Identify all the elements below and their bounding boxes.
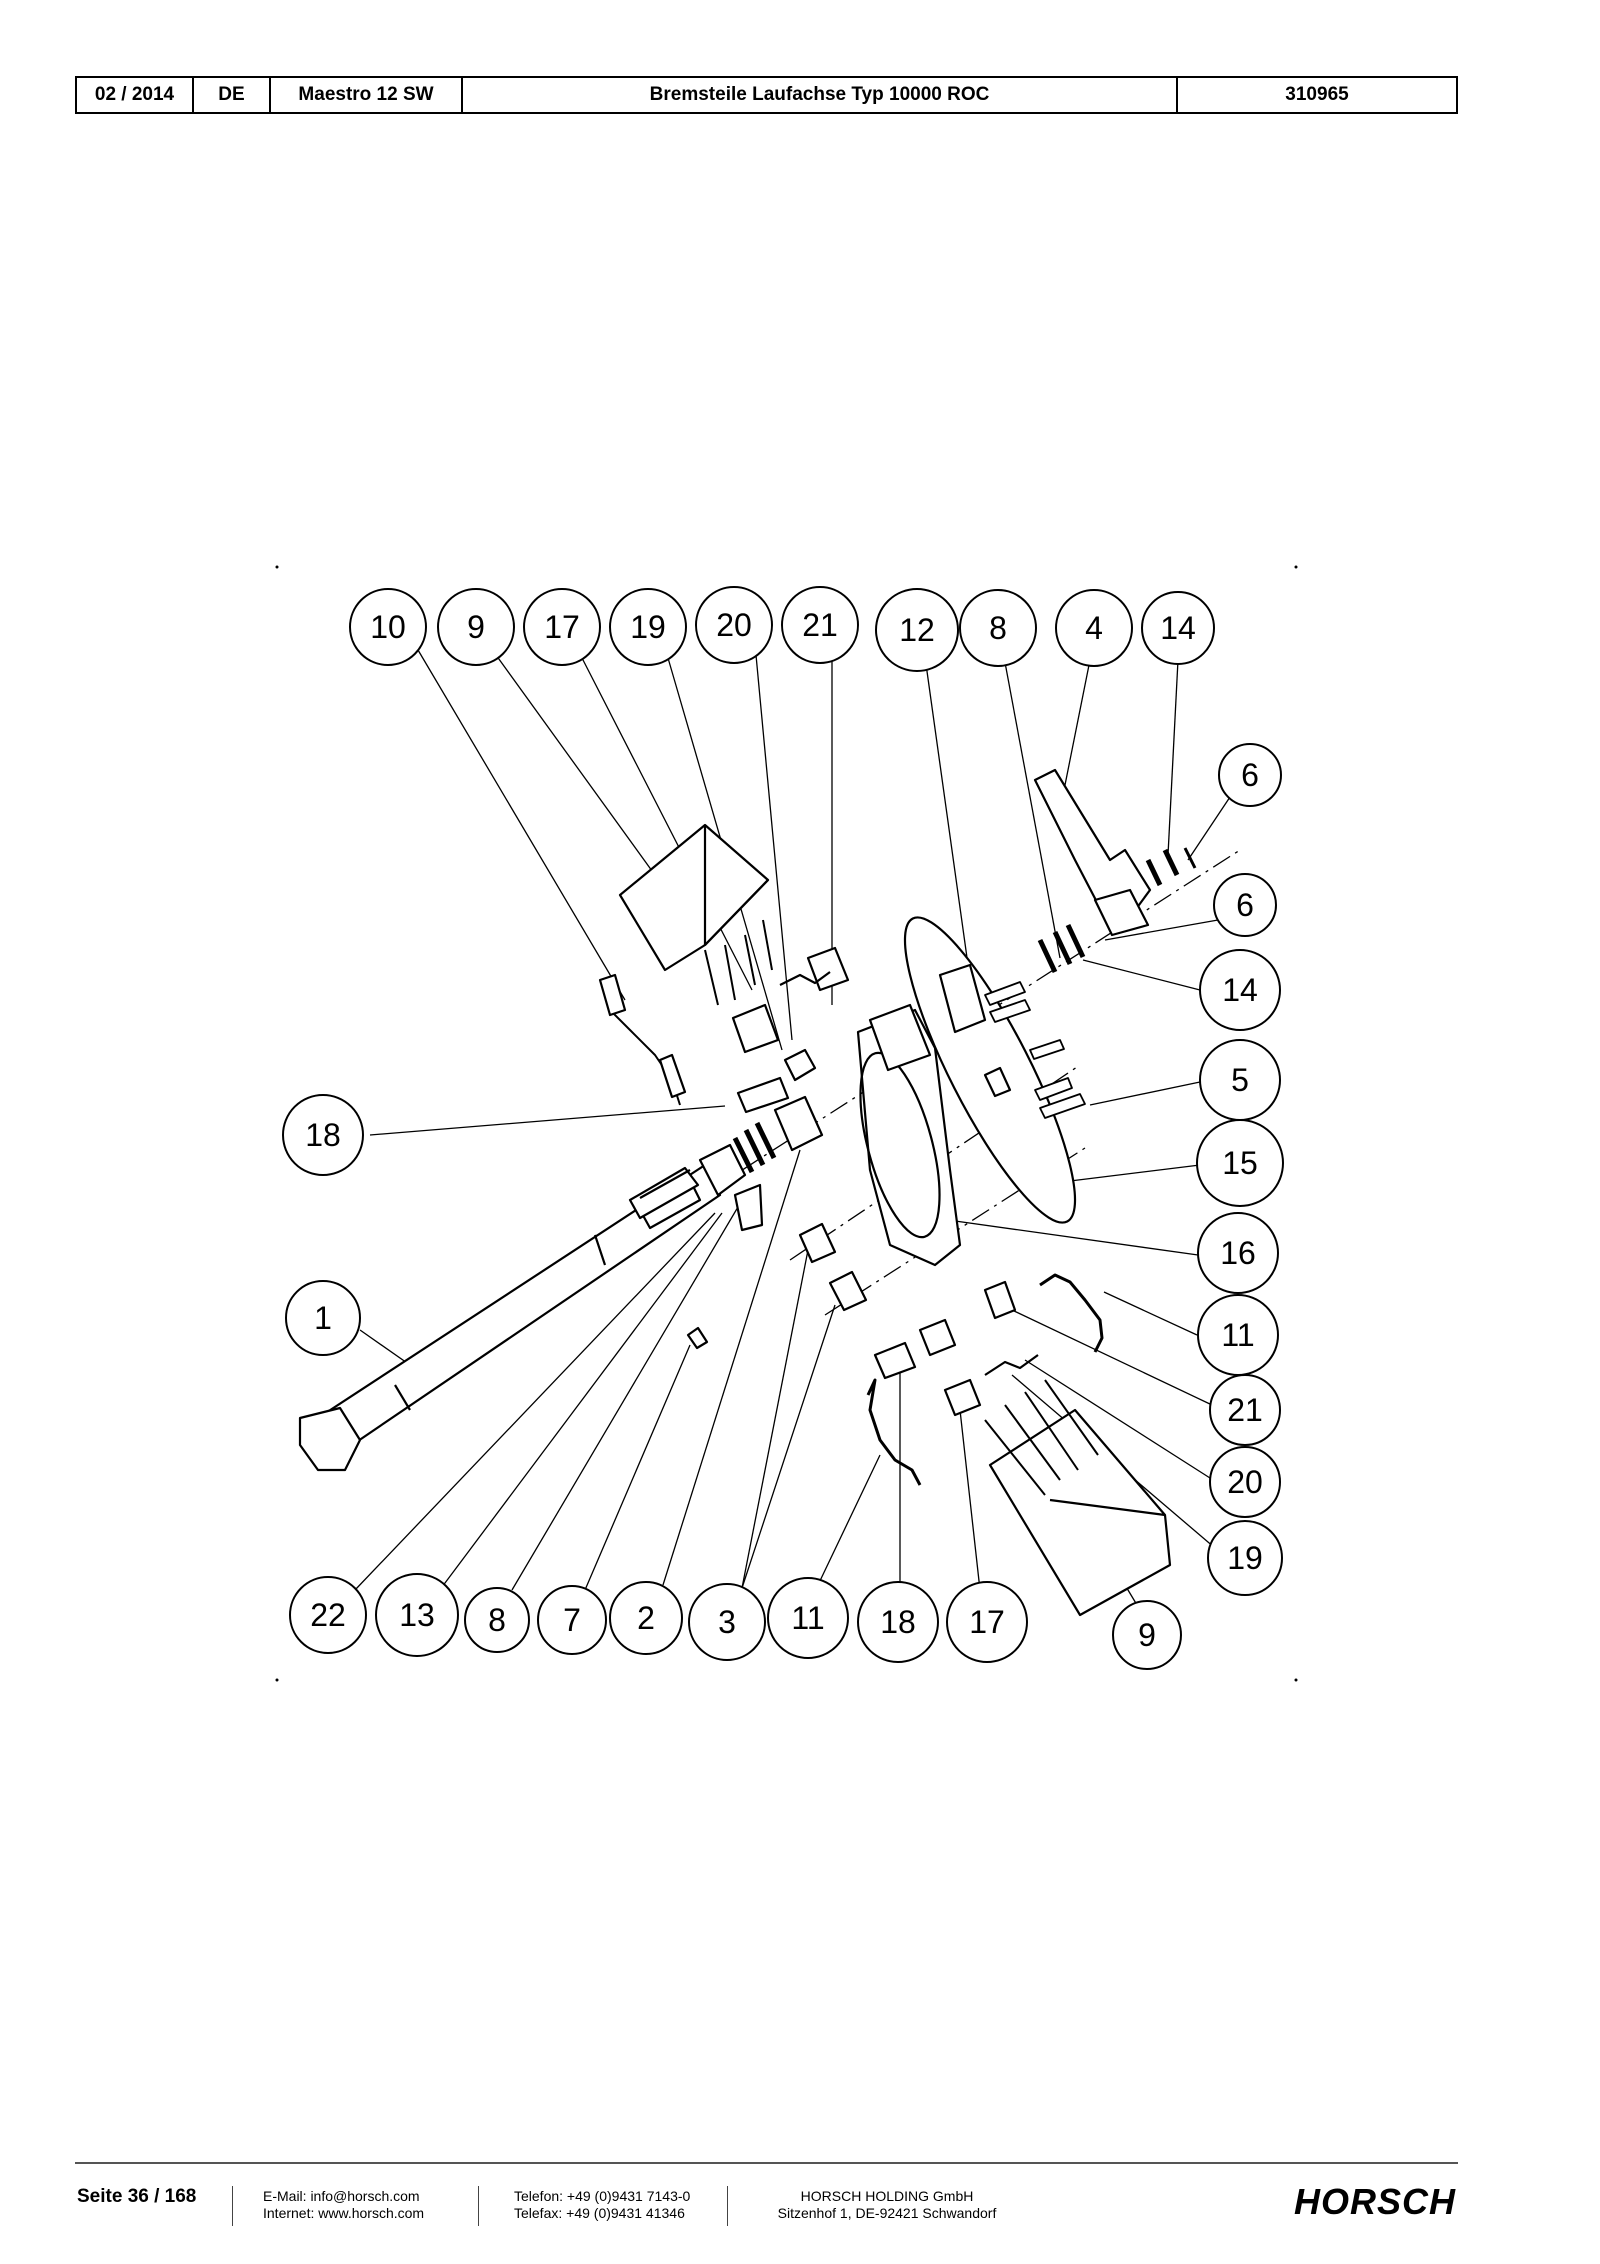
callout-19: 19 [609,588,687,666]
callout-4: 4 [1055,589,1133,667]
footer-company-name: HORSCH HOLDING GmbH [800,2188,974,2204]
callout-1: 1 [285,1280,361,1356]
footer-contact-phone: Telefon: +49 (0)9431 7143-0 Telefax: +49… [514,2188,690,2222]
svg-text:6: 6 [1236,887,1254,923]
callout-7: 7 [537,1585,607,1655]
crop-marks [275,565,1298,1682]
svg-text:22: 22 [310,1597,346,1633]
svg-text:18: 18 [880,1604,916,1640]
callout-17-bottom: 17 [946,1581,1028,1663]
callout-22: 22 [289,1576,367,1654]
svg-text:14: 14 [1222,972,1258,1008]
svg-text:18: 18 [305,1117,341,1153]
callout-6-upper: 6 [1218,743,1282,807]
page-number: Seite 36 / 168 [77,2186,197,2207]
header-date: 02 / 2014 [77,78,194,112]
footer-contact-web: E-Mail: info@horsch.com Internet: www.ho… [263,2188,424,2222]
svg-text:21: 21 [1227,1392,1263,1428]
svg-text:16: 16 [1220,1235,1256,1271]
footer-phone: Telefon: +49 (0)9431 7143-0 [514,2188,691,2204]
callout-18-bottom: 18 [857,1581,939,1663]
callout-9-bottom: 9 [1112,1600,1182,1670]
footer-fax: Telefax: +49 (0)9431 41346 [514,2205,685,2221]
svg-text:7: 7 [563,1602,581,1638]
callout-21-right: 21 [1209,1374,1281,1446]
svg-text:HORSCH: HORSCH [1294,2181,1456,2222]
svg-text:8: 8 [488,1602,506,1638]
horsch-logo: HORSCH [1294,2181,1456,2222]
callout-18-left: 18 [282,1094,364,1176]
callout-2: 2 [609,1581,683,1655]
footer-address: Sitzenhof 1, DE-92421 Schwandorf [777,2205,997,2221]
callout-8-top: 8 [959,589,1037,667]
callout-19-right: 19 [1207,1520,1283,1596]
svg-text:12: 12 [899,612,935,648]
callout-11-right: 11 [1197,1294,1279,1376]
footer-internet: Internet: www.horsch.com [263,2205,425,2221]
callout-20-right: 20 [1209,1446,1281,1518]
callout-16: 16 [1197,1212,1279,1294]
footer-rule [75,2162,1458,2164]
callout-14-right: 14 [1199,949,1281,1031]
callout-21: 21 [781,586,859,664]
footer-separator [232,2186,233,2226]
callout-10: 10 [349,588,427,666]
footer-email: E-Mail: info@horsch.com [263,2188,420,2204]
svg-text:4: 4 [1085,610,1103,646]
callout-5: 5 [1199,1039,1281,1121]
svg-text:21: 21 [802,607,838,643]
svg-text:9: 9 [467,609,485,645]
svg-text:19: 19 [1227,1540,1263,1576]
callout-20: 20 [695,586,773,664]
svg-text:17: 17 [969,1604,1005,1640]
callout-13: 13 [375,1573,459,1657]
svg-text:11: 11 [1221,1317,1254,1353]
svg-text:1: 1 [314,1300,332,1336]
svg-text:15: 15 [1222,1145,1258,1181]
footer-separator [727,2186,728,2226]
svg-text:6: 6 [1241,757,1259,793]
callout-9: 9 [437,588,515,666]
svg-text:2: 2 [637,1600,655,1636]
callout-8-bottom: 8 [464,1587,530,1653]
svg-text:11: 11 [791,1600,824,1636]
svg-text:20: 20 [1227,1464,1263,1500]
svg-text:8: 8 [989,610,1007,646]
svg-text:13: 13 [399,1597,435,1633]
callout-17: 17 [523,588,601,666]
callout-3: 3 [688,1583,766,1661]
header-title: Bremsteile Laufachse Typ 10000 ROC [463,78,1178,112]
svg-text:10: 10 [370,609,406,645]
svg-text:20: 20 [716,607,752,643]
axle-shaft-part [298,1163,722,1472]
header-model: Maestro 12 SW [271,78,463,112]
header-language: DE [194,78,271,112]
svg-text:5: 5 [1231,1062,1249,1098]
header-doc-number: 310965 [1285,84,1349,105]
callout-14-top: 14 [1141,591,1215,665]
svg-text:14: 14 [1160,610,1196,646]
svg-text:9: 9 [1138,1617,1156,1653]
svg-text:17: 17 [544,609,580,645]
footer-separator [478,2186,479,2226]
svg-text:19: 19 [630,609,666,645]
callout-11-bottom: 11 [767,1577,849,1659]
callout-12: 12 [875,588,959,672]
part-drawings [298,768,1197,1617]
header-table: 02 / 2014 DE Maestro 12 SW Bremsteile La… [75,76,1458,114]
svg-text:3: 3 [718,1604,736,1640]
footer-company: HORSCH HOLDING GmbH Sitzenhof 1, DE-9242… [762,2188,1012,2222]
callout-15: 15 [1196,1119,1284,1207]
leader-lines [354,649,1237,1611]
callout-6-lower: 6 [1213,873,1277,937]
